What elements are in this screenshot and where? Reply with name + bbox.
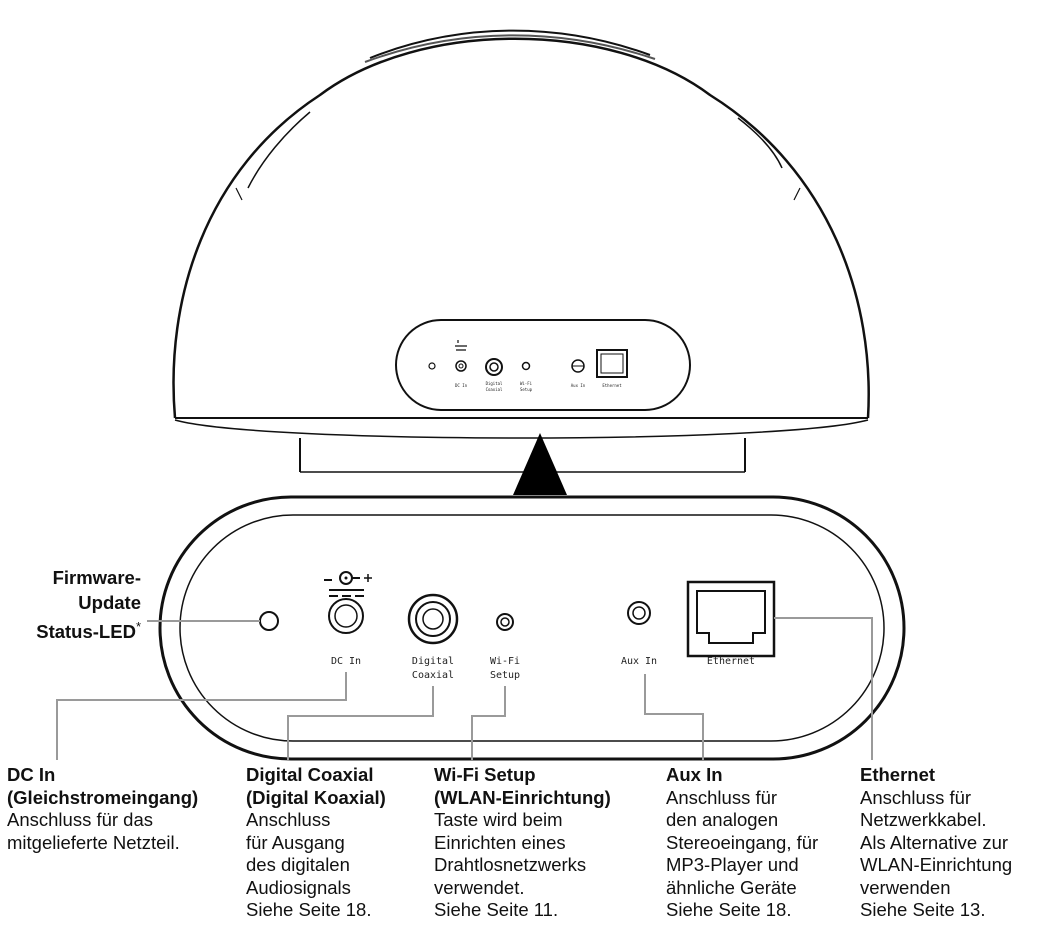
small-status-led xyxy=(428,362,436,370)
panel-outer-outline xyxy=(158,495,906,761)
label-digital: Digital xyxy=(412,656,454,667)
status-led xyxy=(259,611,279,631)
speaker-body xyxy=(172,29,870,473)
firmware-label-line2: Update xyxy=(78,591,141,613)
label-aux-in: Aux In xyxy=(621,656,657,667)
label-coaxial: Coaxial xyxy=(412,670,454,681)
speaker-ridge-left xyxy=(247,111,311,189)
leader-wifi-setup xyxy=(471,686,506,760)
description-body: Taste wird beim Einrichten eines Drahtlo… xyxy=(434,809,587,920)
leader-dc-in xyxy=(56,672,347,760)
description-ethernet: Ethernet Anschluss für Netzwerkkabel. Al… xyxy=(860,764,1012,922)
leader-ethernet xyxy=(774,617,873,760)
small-dc-in-jack xyxy=(455,360,467,372)
firmware-label-status-led: Status-LED xyxy=(36,621,136,643)
description-body: Anschluss für den analogen Stereoeingang… xyxy=(666,786,819,921)
leader-lines xyxy=(56,617,873,760)
small-connector-panel xyxy=(395,319,691,411)
small-panel-labels: DC In Digital Coaxial Wi-Fi Setup Aux In… xyxy=(455,381,622,392)
description-title: Aux In xyxy=(666,764,723,785)
label-dc-in: DC In xyxy=(331,656,361,667)
description-title: Ethernet xyxy=(860,764,936,785)
small-label-digital: Digital xyxy=(486,381,503,386)
description-title: Digital Coaxial xyxy=(246,764,374,785)
label-ethernet: Ethernet xyxy=(707,656,755,667)
small-label-setup: Setup xyxy=(520,387,533,392)
firmware-update-status-led-label: Firmware- Update Status-LED* xyxy=(36,566,141,645)
small-label-ethernet: Ethernet xyxy=(602,383,622,388)
label-setup: Setup xyxy=(490,670,520,681)
aux-in-jack xyxy=(627,601,651,625)
small-digital-coaxial-jack xyxy=(485,358,503,376)
small-label-dc-in: DC In xyxy=(455,383,468,388)
firmware-label-asterisk: * xyxy=(135,619,141,634)
description-dc-in: DC In (Gleichstromeingang) Anschluss für… xyxy=(7,764,198,854)
speaker-ridge-right xyxy=(737,117,783,169)
dc-in-jack xyxy=(328,598,364,634)
description-aux-in: Aux In Anschluss für den analogen Stereo… xyxy=(666,764,818,922)
small-wifi-setup-button xyxy=(521,361,531,371)
description-subtitle: (Gleichstromeingang) xyxy=(7,786,199,808)
description-wifi-setup: Wi-Fi Setup (WLAN-Einrichtung) Taste wir… xyxy=(434,764,611,922)
wifi-setup-button xyxy=(496,613,514,631)
enlarged-connector-panel xyxy=(158,495,906,761)
panel-inner-outline xyxy=(179,514,885,742)
description-body: Anschluss für Netzwerkkabel. Als Alterna… xyxy=(860,786,1013,921)
label-wifi: Wi-Fi xyxy=(490,656,520,667)
zoom-arrow xyxy=(513,433,567,495)
firmware-label-line1: Firmware- xyxy=(52,567,141,588)
description-digital-coaxial: Digital Coaxial (Digital Koaxial) Anschl… xyxy=(246,764,386,922)
small-ethernet-port xyxy=(596,349,628,378)
digital-coaxial-jack xyxy=(407,593,459,645)
small-label-wifi: Wi-Fi xyxy=(520,381,533,386)
description-body: Anschluss für Ausgang des digitalen Audi… xyxy=(246,809,372,920)
leader-aux-in xyxy=(644,674,704,760)
description-title: DC In xyxy=(7,764,56,785)
dc-polarity-icon xyxy=(324,571,372,597)
small-label-aux-in: Aux In xyxy=(571,383,586,388)
leader-digital-coaxial xyxy=(287,686,434,760)
speaker-dome-outline xyxy=(172,37,870,419)
description-title: Wi-Fi Setup xyxy=(434,764,536,785)
small-label-coaxial: Coaxial xyxy=(486,387,503,392)
firmware-label-line3: Status-LED* xyxy=(36,615,141,645)
description-body: Anschluss für das mitgelieferte Netzteil… xyxy=(7,809,180,853)
speaker-top-ridge xyxy=(369,29,651,59)
panel-labels: DC In Digital Coaxial Wi-Fi Setup Aux In… xyxy=(331,656,755,681)
ethernet-port xyxy=(686,580,776,658)
description-subtitle: (Digital Koaxial) xyxy=(246,786,386,808)
description-subtitle: (WLAN-Einrichtung) xyxy=(434,786,611,808)
